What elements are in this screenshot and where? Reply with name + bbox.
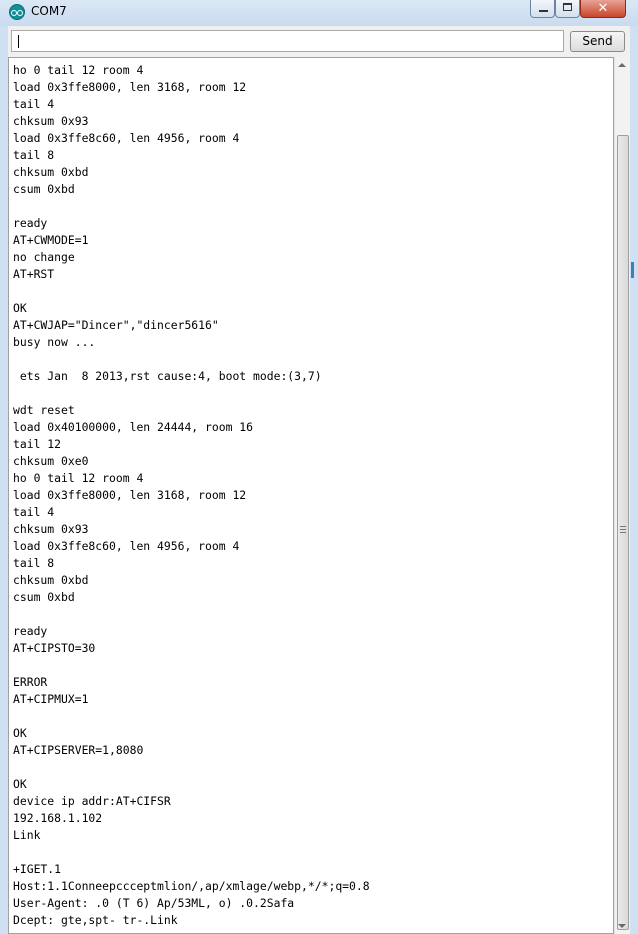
grip-icon: [620, 526, 626, 533]
output-line: load 0x3ffe8000, len 3168, room 12: [13, 80, 247, 94]
output-line: 192.168.1.102: [13, 811, 103, 825]
output-line: tail 4: [13, 505, 55, 519]
output-line: no change: [13, 250, 75, 264]
output-line: AT+CIPSTO=30: [13, 641, 96, 655]
output-line: csum 0xbd: [13, 590, 75, 604]
output-line: +IGET.1: [13, 862, 62, 876]
output-line: ready: [13, 624, 48, 638]
send-button[interactable]: Send: [570, 31, 625, 52]
output-line: ERROR: [13, 675, 48, 689]
output-line: device ip addr:AT+CIFSR: [13, 794, 171, 808]
output-line: [9, 759, 370, 776]
output-line: chksum 0xbd: [13, 573, 89, 587]
output-line: OK: [13, 301, 27, 315]
output-line: tail 8: [13, 556, 55, 570]
output-line: [9, 351, 370, 368]
maximize-button[interactable]: [555, 0, 580, 18]
minimize-button[interactable]: [530, 0, 555, 18]
output-line: chksum 0xbd: [13, 165, 89, 179]
output-line: ho 0 tail 12 room 4: [13, 471, 144, 485]
output-line: Link: [13, 828, 41, 842]
output-line: chksum 0x93: [13, 522, 89, 536]
output-line: load 0x3ffe8c60, len 4956, room 4: [13, 131, 240, 145]
close-button[interactable]: ✕: [580, 0, 626, 18]
output-line: [9, 657, 370, 674]
output-line: [9, 844, 370, 861]
output-line: OK: [13, 726, 27, 740]
scroll-thumb[interactable]: [617, 135, 629, 930]
output-line: User-Agent: .0 (T 6) Ap/53ML, o) .0.2Saf…: [13, 896, 295, 910]
close-icon: ✕: [597, 1, 609, 16]
output-line: chksum 0xe0: [13, 454, 89, 468]
output-line: chksum 0x93: [13, 114, 89, 128]
maximize-icon: [563, 3, 572, 11]
output-line: AT+CIPSERVER=1,8080: [13, 743, 144, 757]
vertical-scrollbar[interactable]: [614, 57, 630, 934]
serial-monitor: Send ho 0 tail 12 room 4 load 0x3ffe8000,…: [8, 26, 630, 934]
output-line: load 0x3ffe8c60, len 4956, room 4: [13, 539, 240, 553]
window-border: [630, 26, 638, 934]
output-line: AT+RST: [13, 267, 55, 281]
window-title: COM7: [31, 4, 67, 18]
scroll-up-icon[interactable]: [618, 63, 626, 67]
output-line: Dcept: gte,spt- tr-.Link: [13, 913, 178, 927]
output-line: tail 12: [13, 437, 62, 451]
title-bar: COM7 ✕: [0, 0, 638, 26]
output-line: [9, 385, 370, 402]
serial-output[interactable]: ho 0 tail 12 room 4 load 0x3ffe8000, len …: [8, 57, 614, 934]
output-line: ho 0 tail 12 room 4: [13, 63, 144, 77]
output-line: ready: [13, 216, 48, 230]
output-line: AT+CIPMUX=1: [13, 692, 89, 706]
output-line: load 0x40100000, len 24444, room 16: [13, 420, 254, 434]
resize-accent: [631, 262, 634, 278]
output-line: tail 8: [13, 148, 55, 162]
output-line: [9, 198, 370, 215]
output-line: [9, 283, 370, 300]
output-line: AT+CWJAP="Dincer","dincer5616": [13, 318, 219, 332]
output-line: [9, 606, 370, 623]
message-input[interactable]: [11, 30, 564, 52]
output-line: AT+CWMODE=1: [13, 233, 89, 247]
output-line: csum 0xbd: [13, 182, 75, 196]
output-line: Host:1.1Conneepccceptmlion/,ap/xmlage/we…: [13, 879, 370, 893]
text-caret: [18, 35, 19, 48]
minimize-icon: [539, 10, 548, 12]
output-line: [9, 708, 370, 725]
scroll-down-icon[interactable]: [618, 924, 626, 928]
output-lines: ho 0 tail 12 room 4 load 0x3ffe8000, len …: [9, 62, 370, 929]
output-line: OK: [13, 777, 27, 791]
output-line: wdt reset: [13, 403, 75, 417]
output-line: ets Jan 8 2013,rst cause:4, boot mode:(3…: [13, 369, 322, 383]
output-line: tail 4: [13, 97, 55, 111]
output-line: load 0x3ffe8000, len 3168, room 12: [13, 488, 247, 502]
arduino-icon: [9, 4, 25, 20]
output-line: busy now ...: [13, 335, 96, 349]
